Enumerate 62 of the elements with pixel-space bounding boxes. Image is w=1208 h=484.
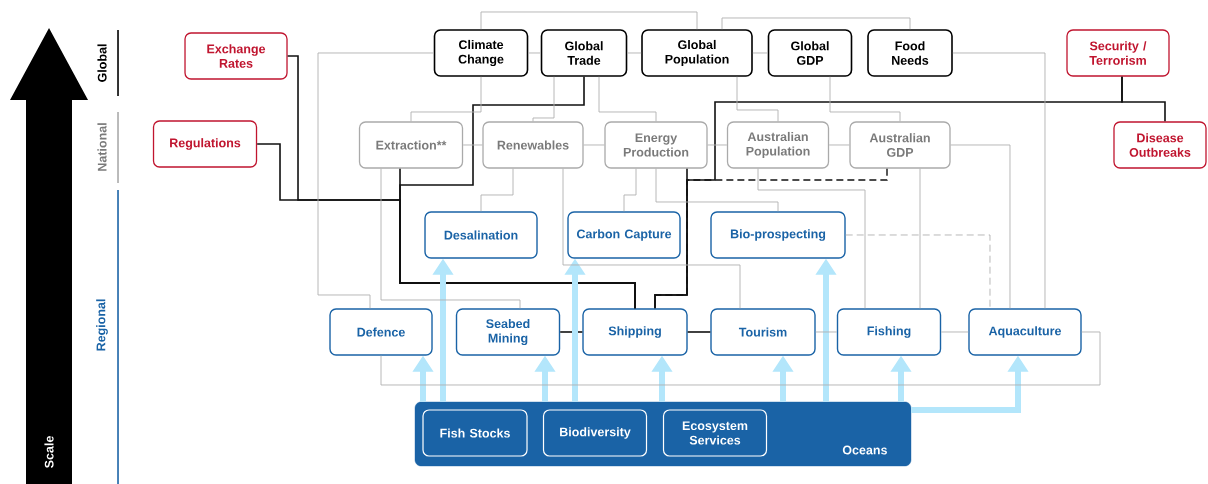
- connector-line: [626, 52, 642, 54]
- factor-box: Exchange Rates: [184, 32, 288, 80]
- factor-box: Carbon Capture: [567, 211, 681, 259]
- connector-line: [317, 52, 435, 309]
- factor-box: Australian Population: [726, 121, 830, 169]
- resource-box: Fish Stocks: [422, 409, 528, 457]
- factor-box: Climate Change: [433, 29, 529, 77]
- scale-label: Regional: [96, 299, 108, 351]
- connector-line: [380, 331, 1101, 386]
- connector-line: [655, 168, 779, 212]
- connector-line: [952, 52, 1046, 309]
- connector-line: [721, 17, 911, 30]
- connector-line: [462, 144, 483, 146]
- connector-line: [845, 234, 991, 309]
- factor-box: Australian GDP: [849, 121, 951, 169]
- connector-line: [828, 144, 850, 146]
- connector-line: [480, 168, 514, 212]
- factor-box: Regulations: [152, 120, 258, 168]
- connector-line: [815, 331, 838, 333]
- connector-line: [527, 52, 542, 54]
- factor-box: Security / Terrorism: [1066, 29, 1170, 77]
- connector-line: [752, 52, 769, 54]
- resource-box: Biodiversity: [542, 409, 648, 457]
- connector-line: [940, 331, 969, 333]
- factor-box: Food Needs: [867, 29, 953, 77]
- connector-line: [1121, 75, 1166, 123]
- scale-label: Scale: [44, 436, 54, 468]
- connector-line: [950, 144, 1011, 309]
- connector-line: [919, 168, 921, 309]
- connector-line: [757, 168, 866, 309]
- factor-box: Energy Production: [604, 121, 708, 169]
- connector-line: [559, 331, 584, 333]
- scale-label: Global: [97, 44, 107, 82]
- factor-box: Bio-prospecting: [710, 211, 846, 259]
- factor-box: Disease Outbreaks: [1113, 121, 1207, 169]
- factor-box: Global Trade: [540, 29, 628, 77]
- connector-line: [598, 76, 657, 122]
- factor-box: Desalination: [424, 211, 538, 259]
- factor-box: Seabed Mining: [455, 308, 561, 356]
- connector-line: [829, 76, 901, 122]
- factor-box: Extraction**: [358, 121, 464, 169]
- connector-line: [583, 144, 605, 146]
- connector-line: [410, 76, 482, 122]
- connector-line: [686, 331, 712, 333]
- factor-box: Shipping: [582, 308, 688, 356]
- connector-line: [623, 168, 637, 212]
- connector-line: [399, 167, 636, 310]
- connector-line: [532, 76, 555, 122]
- connector-line: [707, 144, 728, 146]
- factor-box: Aquaculture: [968, 308, 1082, 356]
- connector-line: [562, 168, 741, 309]
- connector-line: [380, 168, 521, 309]
- factor-box: Fishing: [836, 308, 942, 356]
- factor-box: Global GDP: [767, 29, 853, 77]
- scale-label: National: [97, 123, 107, 171]
- connector-line: [480, 11, 698, 30]
- factor-box: Tourism: [710, 308, 816, 356]
- factor-box: Global Population: [641, 29, 753, 77]
- resource-box: Ecosystem Services: [662, 409, 768, 457]
- factor-box: Renewables: [482, 121, 584, 169]
- factor-box: Defence: [329, 308, 433, 356]
- connector-line: [736, 76, 779, 122]
